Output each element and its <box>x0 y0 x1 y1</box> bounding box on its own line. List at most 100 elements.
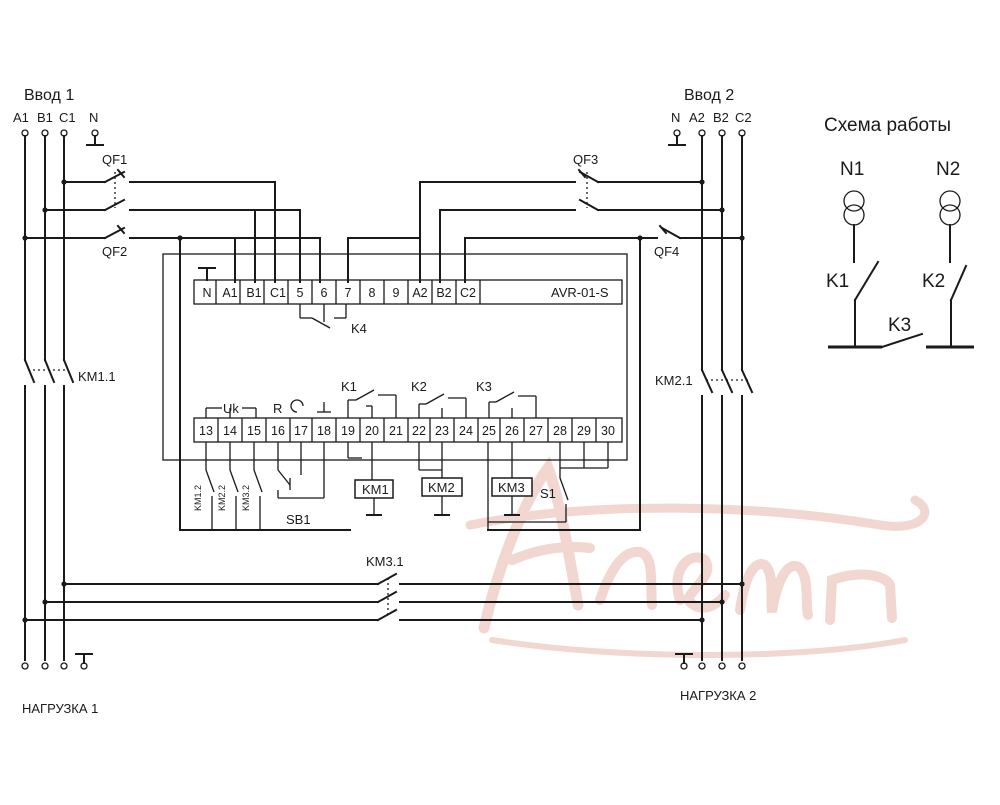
qf2-breaker <box>103 224 236 240</box>
relay-supply-wires <box>177 181 643 531</box>
watermark-logo <box>465 456 930 658</box>
scheme-source-n2: N2 <box>936 159 960 180</box>
relay-terminal-13: 13 <box>199 424 213 438</box>
relay-terminal-17: 17 <box>294 424 308 438</box>
aux-contact-wiring <box>179 442 362 531</box>
relay-terminal-b1: B1 <box>246 286 261 300</box>
input1-title: Ввод 1 <box>24 87 74 104</box>
relay-terminal-19: 19 <box>341 424 355 438</box>
input2-phase-wires <box>597 135 745 371</box>
relay-terminal-23: 23 <box>435 424 449 438</box>
km3-2-label: KM3.2 <box>241 485 251 511</box>
relay-terminal-20: 20 <box>365 424 379 438</box>
k4-label: K4 <box>351 321 367 336</box>
km1-coil <box>354 442 394 516</box>
relay-terminal-a1: A1 <box>222 286 237 300</box>
s1-switch <box>487 442 641 531</box>
input1-neutral: N <box>89 110 98 125</box>
relay-terminal-28: 28 <box>553 424 567 438</box>
km1-1-contact <box>23 358 75 661</box>
transformer-n2-icon <box>939 190 968 348</box>
relay-terminal-6: 6 <box>321 286 328 300</box>
km1-coil-label: KM1 <box>362 482 389 497</box>
relay-terminal-b2: B2 <box>436 286 451 300</box>
relay-terminal-18: 18 <box>317 424 331 438</box>
relay-terminal-n: N <box>202 286 211 300</box>
ground-icon <box>317 402 331 413</box>
input2-title: Ввод 2 <box>684 87 734 104</box>
qf4-label: QF4 <box>654 244 679 259</box>
km1-2-label: KM1.2 <box>193 485 203 511</box>
scheme-switch-k3: K3 <box>888 315 911 336</box>
qf1-label: QF1 <box>102 152 127 167</box>
load2-label: НАГРУЗКА 2 <box>680 688 756 703</box>
s1-label: S1 <box>540 486 556 501</box>
uk-label: Uk <box>223 401 239 416</box>
km2-coil-label: KM2 <box>428 480 455 495</box>
input2-phase-b: B2 <box>713 110 729 125</box>
scheme-busbars <box>828 332 974 349</box>
k2-contact <box>418 393 467 418</box>
input2-neutral: N <box>671 110 680 125</box>
transformer-n1-icon <box>843 190 880 348</box>
qf1-breaker <box>103 168 276 212</box>
relay-terminal-8: 8 <box>369 286 376 300</box>
relay-terminal-9: 9 <box>393 286 400 300</box>
relay-terminal-c2: C2 <box>460 286 476 300</box>
input2-terminals <box>668 129 746 146</box>
qf3-label: QF3 <box>573 152 598 167</box>
km1-1-label: KM1.1 <box>78 369 116 384</box>
km2-2-label: KM2.2 <box>217 485 227 511</box>
relay-terminal-30: 30 <box>601 424 615 438</box>
km3-1-label: KM3.1 <box>366 554 404 569</box>
relay-terminal-c1: C1 <box>270 286 286 300</box>
relay-bottom-terminal-strip <box>217 418 597 442</box>
relay-terminal-16: 16 <box>271 424 285 438</box>
relay-terminal-26: 26 <box>505 424 519 438</box>
relay-terminal-14: 14 <box>223 424 237 438</box>
k2-label: K2 <box>411 379 427 394</box>
relay-terminal-27: 27 <box>529 424 543 438</box>
relay-terminal-22: 22 <box>412 424 426 438</box>
relay-terminal-25: 25 <box>482 424 496 438</box>
input1-phase-wires <box>22 135 106 361</box>
k1-label: K1 <box>341 379 357 394</box>
r-label: R <box>273 401 282 416</box>
km3-1-tie <box>22 572 745 623</box>
input2-phase-a: A2 <box>689 110 705 125</box>
reset-arrow-icon <box>290 399 304 413</box>
km2-coil <box>418 442 463 516</box>
km3-coil <box>491 442 533 516</box>
qf3-breaker <box>419 168 600 212</box>
sb1-label: SB1 <box>286 512 311 527</box>
input1-phase-c: C1 <box>59 110 76 125</box>
qf2-label: QF2 <box>102 244 127 259</box>
relay-terminal-15: 15 <box>247 424 261 438</box>
relay-terminal-5: 5 <box>297 286 304 300</box>
km3-coil-label: KM3 <box>498 480 525 495</box>
relay-n-ground <box>198 267 216 281</box>
load1-terminals <box>21 653 93 670</box>
k3-label: K3 <box>476 379 492 394</box>
input1-phase-b: B1 <box>37 110 53 125</box>
km2-1-label: KM2.1 <box>655 373 693 388</box>
relay-terminal-21: 21 <box>389 424 403 438</box>
scheme-switch-k2: K2 <box>922 271 945 292</box>
k4-contact <box>299 304 347 329</box>
k3-contact <box>488 391 537 418</box>
scheme-switch-k1: K1 <box>826 271 849 292</box>
uk-bracket <box>205 407 257 418</box>
relay-terminal-24: 24 <box>459 424 473 438</box>
load2-terminals <box>675 653 746 670</box>
relay-top-terminal-strip <box>215 280 481 304</box>
qf4-breaker <box>464 224 682 240</box>
scheme-source-n1: N1 <box>840 159 864 180</box>
km2-1-contact <box>700 368 754 661</box>
scheme-title: Схема работы <box>824 115 951 136</box>
relay-terminal-7: 7 <box>345 286 352 300</box>
relay-model-label: AVR-01-S <box>551 285 609 300</box>
relay-terminal-a2: A2 <box>412 286 427 300</box>
relay-terminal-29: 29 <box>577 424 591 438</box>
input2-phase-c: C2 <box>735 110 752 125</box>
